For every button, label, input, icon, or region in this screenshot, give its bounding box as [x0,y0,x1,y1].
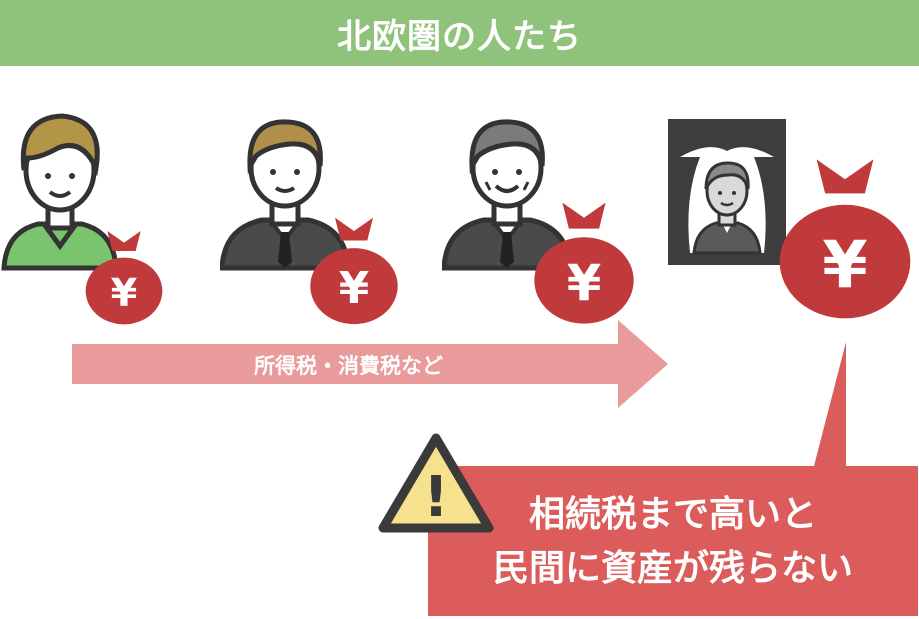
callout-line-1: 相続税まで高いと [528,494,817,535]
memorial-portrait-icon [668,119,786,265]
callout-text: 相続税まで高いと 民間に資産が残らない [428,488,918,596]
yen-symbol: ¥ [339,263,369,314]
warning-mark: ! [423,465,449,530]
banner-title: 北欧圏の人たち [337,16,582,57]
yen-symbol: ¥ [822,227,867,303]
older-person-icon [442,119,572,271]
adult-person-icon [220,119,350,271]
tax-arrow: 所得税・消費税など [72,320,668,408]
young-person-icon [1,113,119,271]
yen-symbol: ¥ [567,254,602,312]
money-bag-icon: ¥ [85,231,163,325]
warning-icon: ! [378,433,494,533]
yen-symbol: ¥ [111,271,138,316]
title-banner: 北欧圏の人たち [0,0,919,66]
money-bag-icon: ¥ [779,159,911,319]
callout-line-2: 民間に資産が残らない [492,548,853,589]
money-bag-icon: ¥ [534,202,634,324]
right-arrow-icon [72,320,668,408]
arrow-label: 所得税・消費税など [254,354,443,378]
money-bag-icon: ¥ [310,217,398,325]
